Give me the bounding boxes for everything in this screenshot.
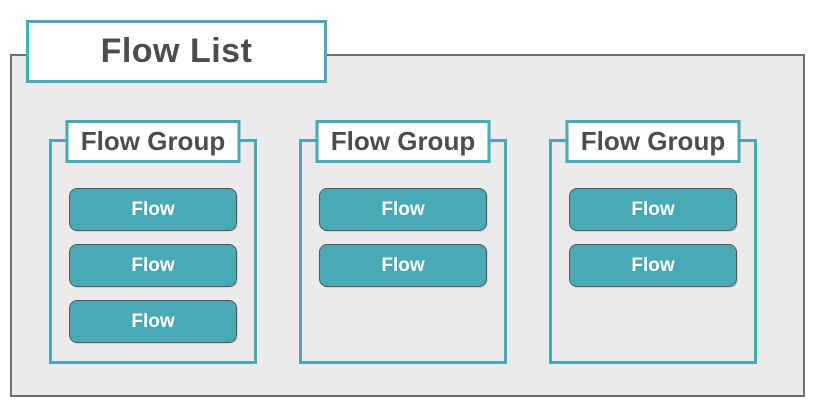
- flow-group-1: Flow Group Flow Flow Flow: [49, 120, 257, 364]
- flow-item: Flow: [69, 188, 237, 231]
- flow-list-title: Flow List: [100, 32, 253, 70]
- flow-group-2-label-box: Flow Group: [315, 120, 491, 163]
- flow-group-3-flows: Flow Flow: [552, 188, 754, 287]
- flow-group-1-label: Flow Group: [80, 126, 226, 156]
- flow-item: Flow: [69, 300, 237, 343]
- flow-list-title-box: Flow List: [26, 20, 327, 83]
- flow-item: Flow: [569, 244, 737, 287]
- flow-group-3: Flow Group Flow Flow: [549, 120, 757, 364]
- flow-group-2: Flow Group Flow Flow: [299, 120, 507, 364]
- flow-group-1-label-box: Flow Group: [65, 120, 241, 163]
- flow-group-1-flows: Flow Flow Flow: [52, 188, 254, 343]
- flow-item: Flow: [319, 188, 487, 231]
- flow-item: Flow: [569, 188, 737, 231]
- flow-group-2-label: Flow Group: [330, 126, 476, 156]
- flow-group-3-label-box: Flow Group: [565, 120, 741, 163]
- flow-group-3-label: Flow Group: [580, 126, 726, 156]
- flow-item: Flow: [319, 244, 487, 287]
- flow-item: Flow: [69, 244, 237, 287]
- flow-group-2-flows: Flow Flow: [302, 188, 504, 287]
